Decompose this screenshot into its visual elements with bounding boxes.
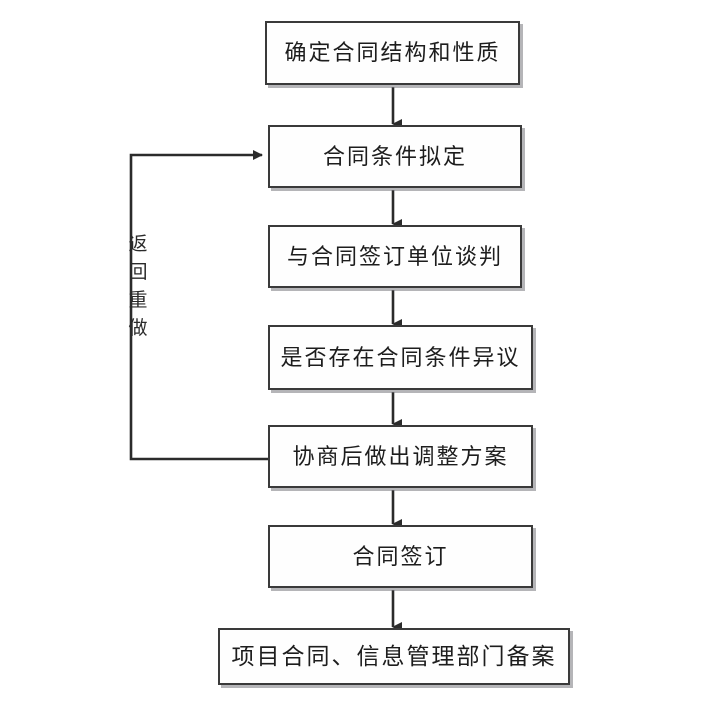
node-label: 确定合同结构和性质 — [284, 40, 501, 65]
loop-label-char-3: 重 — [128, 290, 148, 311]
loop-label-char-2: 回 — [128, 262, 148, 283]
process-node-draft-contract-terms[interactable]: 合同条件拟定 — [268, 125, 522, 188]
loop-label-char-1: 返 — [128, 234, 148, 255]
process-node-check-term-objections[interactable]: 是否存在合同条件异议 — [268, 325, 533, 390]
process-node-adjust-plan-after-consultation[interactable]: 协商后做出调整方案 — [268, 425, 533, 488]
loop-label-char-4: 做 — [128, 318, 148, 339]
node-label: 合同条件拟定 — [322, 143, 467, 169]
node-label: 合同签订 — [352, 543, 449, 569]
edge-feedback-loop — [129, 150, 268, 461]
node-label: 与合同签订单位谈判 — [286, 243, 503, 269]
node-label: 是否存在合同条件异议 — [280, 344, 521, 370]
node-label: 协商后做出调整方案 — [292, 443, 509, 469]
process-node-sign-contract[interactable]: 合同签订 — [268, 525, 533, 588]
process-node-negotiate-with-signing-party[interactable]: 与合同签订单位谈判 — [268, 225, 522, 288]
process-node-define-contract-structure[interactable]: 确定合同结构和性质 — [265, 21, 520, 85]
feedback-loop-label: 返 回 重 做 — [124, 235, 152, 338]
node-label: 项目合同、信息管理部门备案 — [231, 644, 557, 669]
process-node-file-with-management-department[interactable]: 项目合同、信息管理部门备案 — [218, 628, 570, 685]
